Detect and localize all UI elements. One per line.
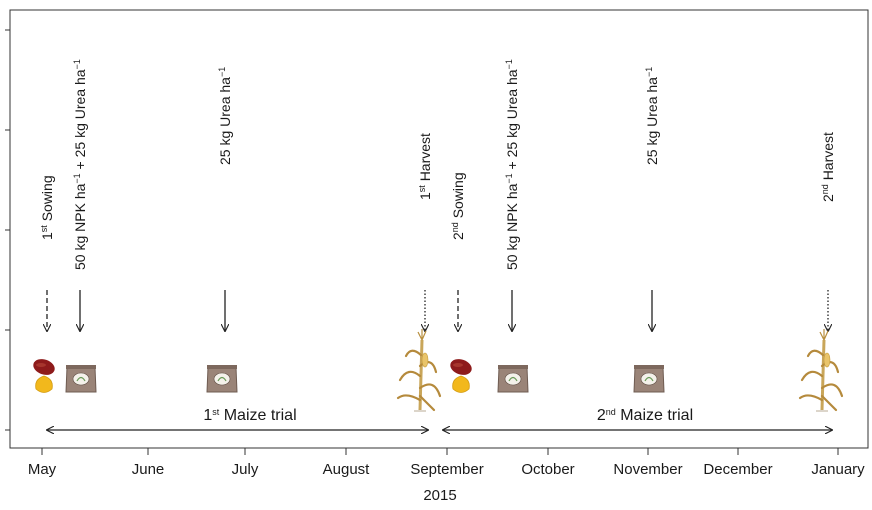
trial-label: 2nd Maize trial: [597, 407, 693, 424]
month-label-july: July: [232, 461, 259, 478]
event-sow1: 1st Sowing: [39, 175, 55, 331]
month-label-november: November: [613, 461, 682, 478]
icons-layer: [33, 329, 844, 412]
fertilizer-bag-icon-fert2b: [633, 365, 665, 393]
event-label: 50 kg NPK ha−1 + 25 kg Urea ha−1: [72, 59, 88, 270]
event-label: 25 kg Urea ha−1: [217, 67, 233, 165]
event-label: 25 kg Urea ha−1: [644, 67, 660, 165]
fertilizer-bag-icon-fert1b: [206, 365, 238, 393]
event-label: 1st Sowing: [39, 175, 55, 240]
event-fert2b: 25 kg Urea ha−1: [644, 67, 660, 331]
fertilizer-bag-icon-fert1a: [65, 365, 97, 393]
event-harv2: 2nd Harvest: [820, 132, 836, 331]
event-label: 50 kg NPK ha−1 + 25 kg Urea ha−1: [504, 59, 520, 270]
trial-trial2: 2nd Maize trial: [443, 407, 832, 430]
month-ticks: [41, 448, 839, 455]
event-label: 2nd Sowing: [450, 172, 466, 240]
year-label: 2015: [423, 487, 456, 504]
maize-plant-icon-harv2: [798, 329, 844, 412]
month-label-october: October: [521, 461, 574, 478]
event-sow2: 2nd Sowing: [450, 172, 466, 331]
event-label: 2nd Harvest: [820, 132, 836, 202]
month-label-december: December: [703, 461, 772, 478]
month-label-september: September: [410, 461, 483, 478]
month-label-june: June: [132, 461, 165, 478]
event-fert1b: 25 kg Urea ha−1: [217, 67, 233, 331]
trial-label: 1st Maize trial: [203, 407, 296, 424]
fertilizer-bag-icon-fert2a: [497, 365, 529, 393]
plot-frame: [9, 9, 869, 449]
month-label-august: August: [323, 461, 371, 478]
left-axis-ticks: [5, 29, 10, 431]
maize-plant-icon-harv1: [396, 329, 442, 412]
month-labels: May June July August September October Novembe…: [28, 461, 865, 478]
seed-icon-sow2: [450, 359, 472, 393]
event-fert1a: 50 kg NPK ha−1 + 25 kg Urea ha−1: [72, 59, 88, 331]
event-fert2a: 50 kg NPK ha−1 + 25 kg Urea ha−1: [504, 59, 520, 331]
events-layer: 1st Sowing 50 kg NPK ha−1 + 25 kg Urea ha…: [39, 59, 836, 331]
month-label-january: January: [811, 461, 865, 478]
event-label: 1st Harvest: [417, 133, 433, 200]
trials-layer: 1st Maize trial 2nd Maize trial: [47, 407, 832, 430]
seed-icon-sow1: [33, 359, 55, 393]
event-harv1: 1st Harvest: [417, 133, 433, 331]
month-label-may: May: [28, 461, 57, 478]
trial-trial1: 1st Maize trial: [47, 407, 428, 430]
